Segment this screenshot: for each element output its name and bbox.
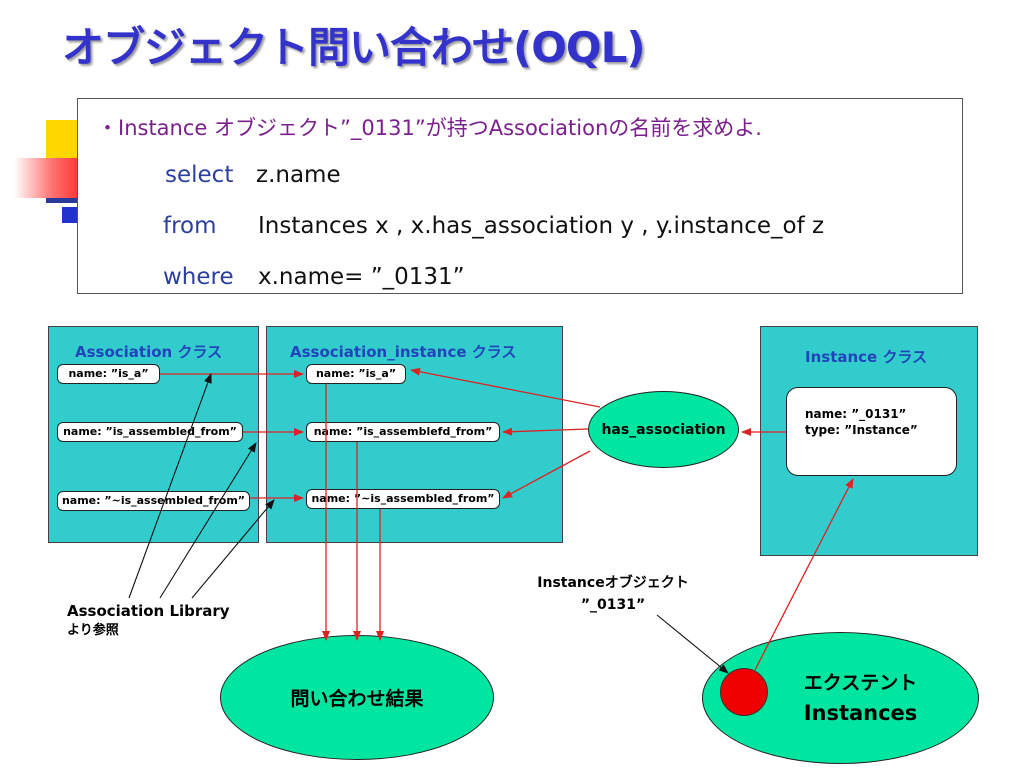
association-item-is-a: name: ”is_a” bbox=[57, 364, 160, 384]
association-library-label-line1: Association Library bbox=[67, 602, 230, 620]
instance-object-pointer bbox=[656, 614, 729, 674]
association-instance-item-is-assemblefd-from: name: ”is_assemblefd_from” bbox=[306, 422, 500, 442]
from-keyword: from bbox=[163, 213, 217, 239]
has-association-node: has_association bbox=[588, 391, 739, 468]
extent-label-line1: エクステント bbox=[803, 672, 918, 694]
association-instance-class-title: Association_instance クラス bbox=[290, 343, 517, 361]
decoration-line bbox=[46, 198, 86, 203]
association-library-label: Association Library より参照 bbox=[67, 601, 230, 641]
association-instance-item-reverse-assembled-from: name: ”~is_assembled_from” bbox=[306, 489, 500, 509]
association-item-reverse-assembled-from: name: ”~is_assembled_from” bbox=[57, 491, 250, 511]
has-association-label: has_association bbox=[601, 421, 726, 438]
instance-class-title: Instance クラス bbox=[805, 348, 928, 366]
slide-title: オブジェクト問い合わせ(OQL) bbox=[62, 23, 646, 72]
query-box bbox=[77, 98, 963, 294]
instance-name-value: name: ”_0131” bbox=[805, 407, 907, 421]
association-class-title: Association クラス bbox=[75, 343, 223, 361]
select-expression: z.name bbox=[256, 162, 341, 188]
instance-type-value: type: ”Instance” bbox=[805, 423, 918, 437]
extent-label-line2: Instances bbox=[803, 701, 918, 725]
select-keyword: select bbox=[165, 162, 234, 188]
decoration-red-gradient bbox=[14, 158, 84, 198]
association-library-label-line2: より参照 bbox=[67, 623, 119, 638]
query-description: ・Instance オブジェクト”_0131”が持つAssociationの名前… bbox=[97, 116, 762, 140]
association-item-is-assembled-from: name: ”is_assembled_from” bbox=[57, 422, 243, 442]
where-keyword: where bbox=[163, 264, 234, 290]
association-instance-item-is-a: name: ”is_a” bbox=[306, 364, 406, 384]
instance-object-label: Instanceオブジェクト ”_0131” bbox=[518, 572, 708, 616]
from-expression: Instances x , x.has_association y , y.in… bbox=[258, 213, 825, 239]
where-expression: x.name= ”_0131” bbox=[258, 264, 465, 290]
instance-object-label-line2: ”_0131” bbox=[580, 597, 646, 613]
instance-0131-dot bbox=[720, 668, 768, 716]
instance-object-box bbox=[786, 387, 957, 476]
query-result-node: 問い合わせ結果 bbox=[220, 635, 494, 760]
query-result-label: 問い合わせ結果 bbox=[290, 688, 424, 710]
instance-object-label-line1: Instanceオブジェクト bbox=[537, 575, 689, 591]
